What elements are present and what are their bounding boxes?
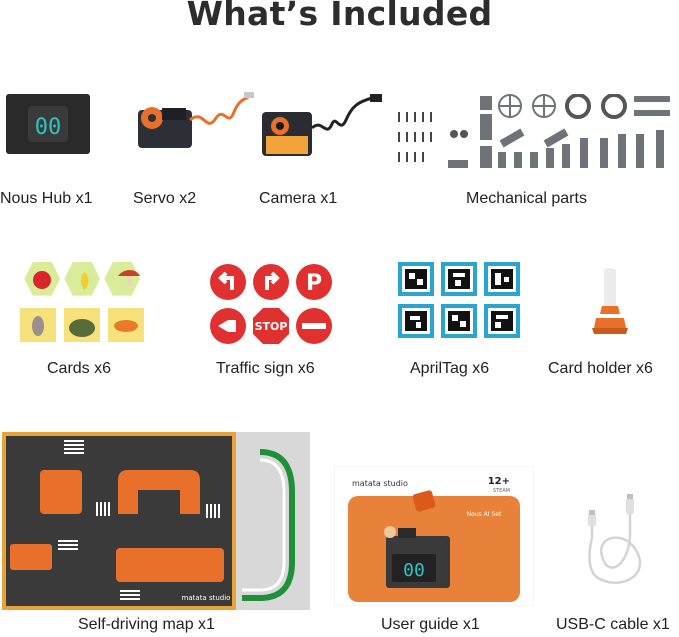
guide-cover-title: Nous AI Set [467,511,502,518]
item-label-nous-hub: Nous Hub x1 [0,190,93,207]
item-label-card-holder: Card holder x6 [548,360,653,377]
traffic-signs-image: P STOP [210,264,332,344]
item-label-usb-c-cable: USB-C cable x1 [556,616,670,633]
item-label-self-driving-map: Self-driving map x1 [78,616,215,633]
self-driving-map-image: matata studio [2,432,310,610]
mechanical-parts-image [398,94,670,168]
user-guide-image: matata studio 12+ STEAM Nous AI Set 00 [334,466,534,606]
item-label-mechanical-parts: Mechanical parts [466,190,587,207]
stop-sign-text: STOP [255,320,288,333]
cards-image [20,262,144,342]
servo-image [138,92,254,148]
apriltag-image [398,262,520,338]
item-label-camera: Camera x1 [259,190,338,207]
item-label-servo: Servo x2 [133,190,197,207]
guide-display: 00 [403,560,425,581]
guide-age-sub: STEAM [493,488,510,494]
guide-age: 12+ [488,476,510,487]
camera-image [262,94,382,156]
item-label-traffic-sign: Traffic sign x6 [216,360,315,377]
map-logo: matata studio [182,594,231,602]
item-label-cards: Cards x6 [47,360,112,377]
hub-display: 00 [35,115,62,140]
nous-hub-image: 00 [6,94,90,154]
page-title: What’s Included [186,0,493,33]
item-label-user-guide: User guide x1 [381,616,480,633]
item-label-apriltag: AprilTag x6 [410,360,490,377]
svg-text:P: P [306,271,322,296]
guide-logo: matata studio [352,479,408,488]
usb-c-cable-image [588,494,642,584]
card-holder-image [592,268,628,334]
